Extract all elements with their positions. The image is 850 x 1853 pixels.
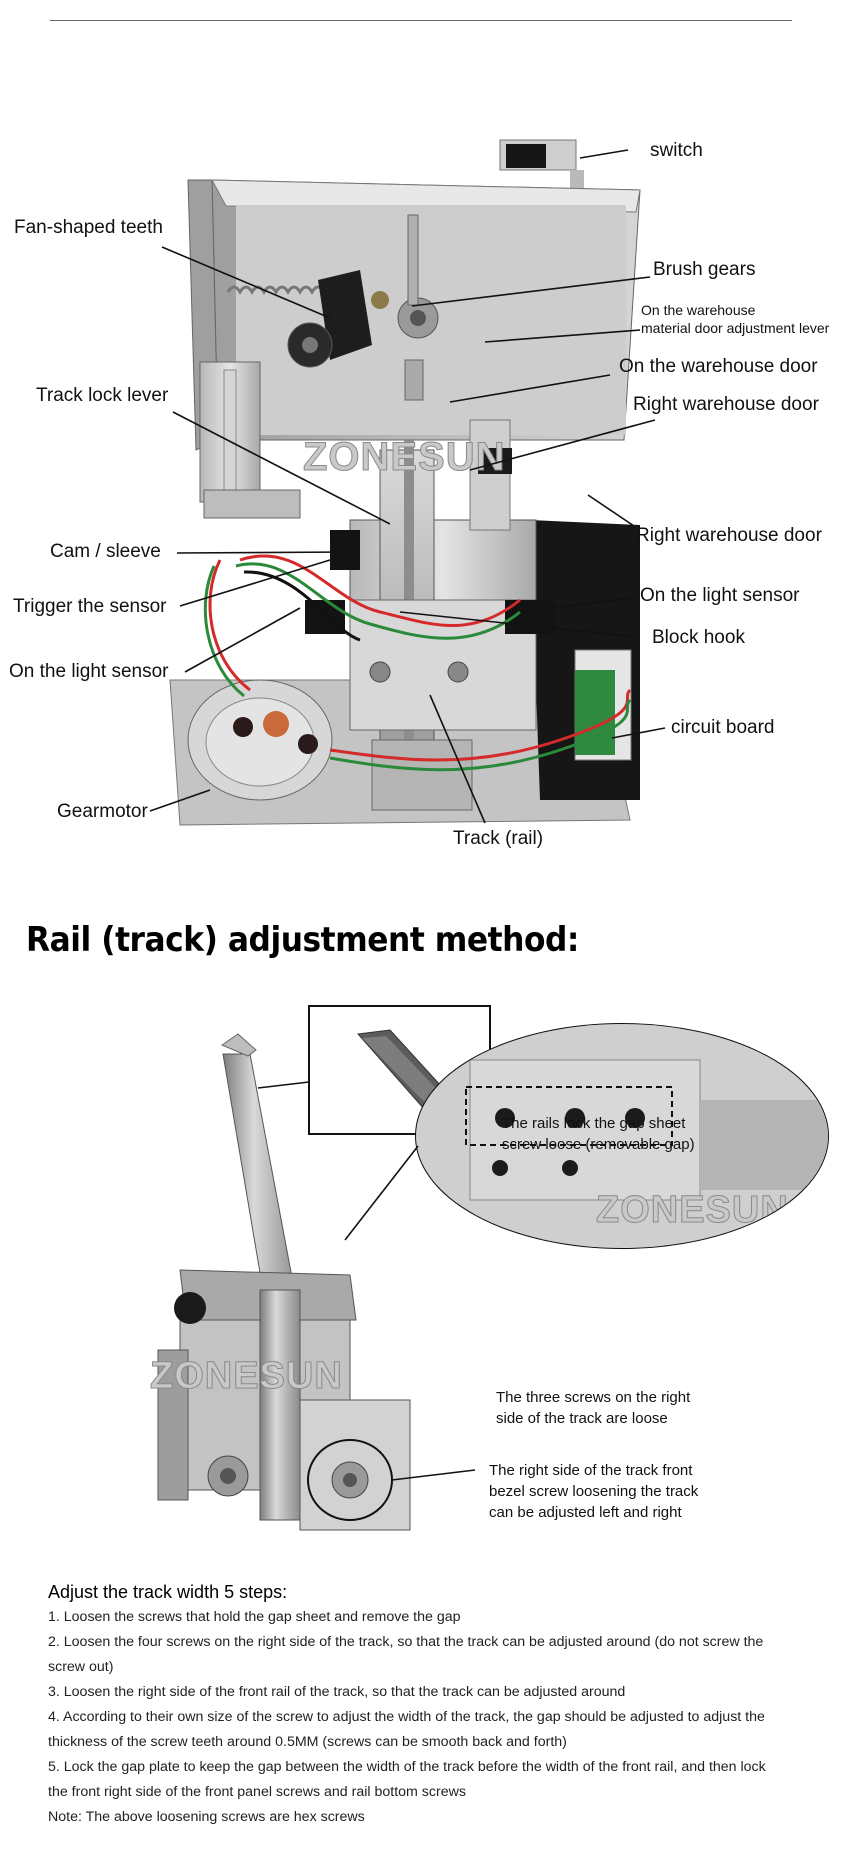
- label-right-warehouse-door-1: Right warehouse door: [633, 394, 819, 415]
- step-line: 3. Loosen the right side of the front ra…: [48, 1684, 626, 1700]
- callout-front-line-1: The right side of the track front: [489, 1462, 693, 1479]
- step-note: Note: The above loosening screws are hex…: [48, 1809, 365, 1825]
- callout-front-bezel: The right side of the track front bezel …: [489, 1460, 698, 1523]
- watermark-top: ZONESUN: [303, 435, 506, 479]
- label-warehouse-door: On the warehouse door: [619, 356, 818, 377]
- label-brush-gears: Brush gears: [653, 259, 756, 280]
- label-circuit-board: circuit board: [671, 717, 775, 738]
- label-switch: switch: [650, 140, 703, 161]
- step-line: 1. Loosen the screws that hold the gap s…: [48, 1609, 461, 1625]
- watermark-bottom: ZONESUN: [150, 1355, 343, 1397]
- rail-photo: ZONESUN ZONESUN: [150, 1005, 829, 1531]
- label-right-warehouse-door-2: Right warehouse door: [636, 525, 822, 546]
- label-adjust-lever-1: On the warehouse: [641, 302, 756, 318]
- label-cam-sleeve: Cam / sleeve: [50, 541, 161, 562]
- callout-gap-sheet: The rails lock the gap sheet screw loose…: [502, 1113, 695, 1155]
- svg-text:ZONESUN: ZONESUN: [596, 1189, 789, 1231]
- label-light-sensor-right: On the light sensor: [640, 585, 800, 606]
- label-block-hook: Block hook: [652, 627, 745, 648]
- label-fan-shaped-teeth: Fan-shaped teeth: [14, 217, 163, 238]
- step-line: thickness of the screw teeth around 0.5M…: [48, 1734, 567, 1750]
- switch-part: [499, 139, 584, 200]
- callout-front-line-3: can be adjusted left and right: [489, 1504, 682, 1521]
- adjustment-steps: Adjust the track width 5 steps: 1. Loose…: [48, 1581, 834, 1830]
- label-track-lock-lever: Track lock lever: [36, 385, 169, 406]
- machine-photo: ZONESUN: [169, 139, 641, 826]
- top-divider: [50, 20, 792, 21]
- label-gearmotor: Gearmotor: [57, 801, 148, 822]
- label-light-sensor-left: On the light sensor: [9, 661, 169, 682]
- callout-front-line-2: bezel screw loosening the track: [489, 1483, 699, 1500]
- callout-gap-line-2: screw loose (removable gap): [502, 1136, 695, 1153]
- step-line: 4. According to their own size of the sc…: [48, 1709, 765, 1725]
- callout-three-line-1: The three screws on the right: [496, 1389, 691, 1406]
- steps-title: Adjust the track width 5 steps:: [48, 1582, 288, 1602]
- callout-three-line-2: side of the track are loose: [496, 1410, 668, 1427]
- callout-three-screws: The three screws on the right side of th…: [496, 1387, 690, 1429]
- step-line: 5. Lock the gap plate to keep the gap be…: [48, 1759, 766, 1775]
- label-track-rail: Track (rail): [453, 828, 544, 849]
- callout-gap-line-1: The rails lock the gap sheet: [502, 1115, 686, 1132]
- label-trigger-sensor: Trigger the sensor: [13, 596, 167, 617]
- step-line: the front right side of the front panel …: [48, 1784, 466, 1800]
- section-heading: Rail (track) adjustment method:: [26, 920, 579, 960]
- step-line: screw out): [48, 1659, 114, 1675]
- step-line: 2. Loosen the four screws on the right s…: [48, 1634, 764, 1650]
- label-adjust-lever-2: material door adjustment lever: [641, 320, 830, 336]
